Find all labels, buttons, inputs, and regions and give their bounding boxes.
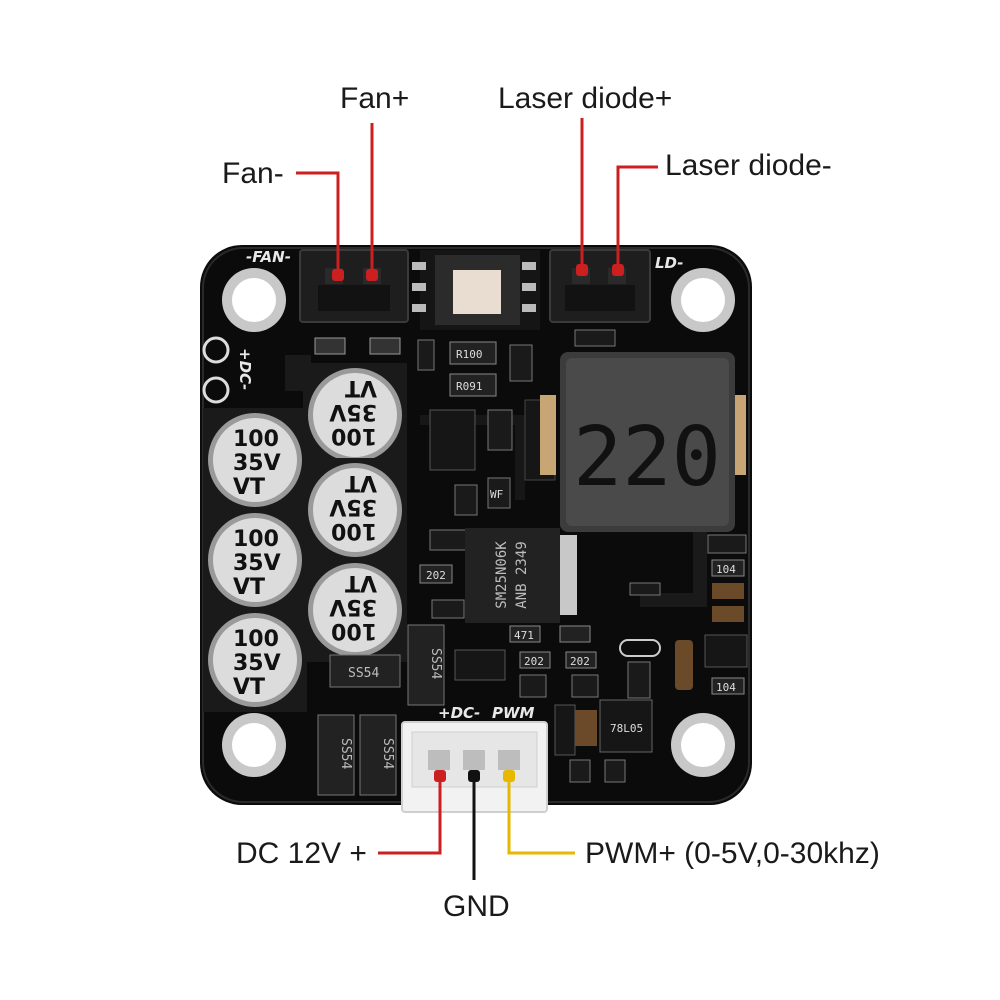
capacitor-label: 100 bbox=[331, 618, 377, 643]
capacitor-label: 100 bbox=[233, 527, 279, 552]
resistor-r100: R100 bbox=[449, 341, 497, 365]
label-dc-12v: DC 12V + bbox=[236, 837, 367, 870]
line-pwm bbox=[507, 775, 575, 855]
line-laser-minus bbox=[616, 165, 658, 270]
label-pwm: PWM+ (0-5V,0-30khz) bbox=[585, 837, 880, 870]
svg-text:R091: R091 bbox=[456, 380, 483, 393]
diode-ss54-2: SS54 bbox=[407, 624, 445, 706]
capacitor-label: VT bbox=[345, 470, 377, 495]
svg-text:SS54: SS54 bbox=[348, 666, 379, 681]
r104-b: 104 bbox=[716, 681, 736, 694]
r471-a: 471 bbox=[514, 629, 534, 642]
label-laser-minus: Laser diode- bbox=[665, 149, 832, 182]
r104-a: 104 bbox=[716, 563, 736, 576]
silk-dc-bottom: +DC- bbox=[438, 704, 480, 722]
diode-ss54-1: SS54 bbox=[329, 654, 401, 688]
pin-laser-minus bbox=[612, 264, 624, 276]
mosfet: SM25N06K ANB 2349 bbox=[465, 528, 577, 623]
r202-b: 202 bbox=[524, 655, 544, 668]
fan-connector bbox=[299, 249, 409, 323]
mosfet-text-1: SM25N06K bbox=[494, 541, 510, 609]
label-gnd: GND bbox=[443, 890, 510, 923]
resistor-r091: R091 bbox=[449, 373, 497, 397]
capacitor-label: VT bbox=[233, 475, 265, 500]
mounting-hole-top-left bbox=[222, 268, 286, 332]
svg-text:R100: R100 bbox=[456, 348, 483, 361]
capacitor-label: 35V bbox=[233, 451, 281, 476]
capacitor-label: 35V bbox=[329, 594, 377, 619]
label-laser-plus: Laser diode+ bbox=[498, 82, 672, 115]
inductor-value: 220 bbox=[573, 410, 721, 505]
pin-fan-minus bbox=[332, 269, 344, 281]
capacitor-label: 100 bbox=[331, 518, 377, 543]
diode-ss54-4: SS54 bbox=[359, 714, 397, 796]
silk-fan: -FAN- bbox=[246, 248, 291, 266]
pin-fan-plus bbox=[366, 269, 378, 281]
svg-text:SS54: SS54 bbox=[380, 738, 395, 769]
small-smd-parts: WF 202 471 202 202 104 104 78L05 bbox=[285, 329, 748, 783]
mounting-hole-top-right bbox=[671, 268, 735, 332]
pin-gnd bbox=[468, 770, 480, 782]
dc-side-pads bbox=[202, 336, 230, 404]
capacitor-label: 100 bbox=[233, 627, 279, 652]
leader-lines bbox=[296, 118, 658, 880]
mounting-hole-bottom-right bbox=[671, 713, 735, 777]
ic-78l05: 78L05 bbox=[610, 722, 643, 735]
label-fan-minus: Fan- bbox=[222, 157, 284, 190]
svg-text:SS54: SS54 bbox=[338, 738, 353, 769]
diode-ss54-3: SS54 bbox=[317, 714, 355, 796]
capacitor-label: VT bbox=[233, 675, 265, 700]
line-dc-12v bbox=[378, 775, 442, 855]
capacitor-label: 35V bbox=[329, 494, 377, 519]
inductor: 220 bbox=[540, 352, 746, 532]
silk-ld: LD- bbox=[655, 254, 684, 272]
pin-markers bbox=[332, 264, 624, 782]
capacitor-label: 100 bbox=[233, 427, 279, 452]
pin-laser-plus bbox=[576, 264, 588, 276]
svg-text:SS54: SS54 bbox=[428, 648, 443, 679]
capacitor-label: 100 bbox=[331, 423, 377, 448]
capacitor-label: 35V bbox=[233, 651, 281, 676]
wf-label: WF bbox=[490, 488, 503, 501]
mounting-hole-bottom-left bbox=[222, 713, 286, 777]
capacitor-label: 35V bbox=[329, 399, 377, 424]
capacitor-label: 35V bbox=[233, 551, 281, 576]
mosfet-text-2: ANB 2349 bbox=[514, 541, 530, 608]
silk-dc-side: +DC- bbox=[236, 348, 254, 390]
capacitor-label: VT bbox=[345, 570, 377, 595]
push-button bbox=[412, 250, 540, 330]
capacitor-label: VT bbox=[345, 375, 377, 400]
capacitor-label: VT bbox=[233, 575, 265, 600]
silk-pwm: PWM bbox=[492, 704, 535, 722]
capacitor-group: 10035VVT10035VVT10035VVT10035VVT10035VVT… bbox=[203, 363, 407, 712]
r202-a: 202 bbox=[426, 569, 446, 582]
line-fan-minus bbox=[296, 171, 340, 275]
r202-c: 202 bbox=[570, 655, 590, 668]
pin-pwm bbox=[503, 770, 515, 782]
laser-connector bbox=[549, 249, 651, 323]
pin-dc-12v bbox=[434, 770, 446, 782]
label-fan-plus: Fan+ bbox=[340, 82, 409, 115]
